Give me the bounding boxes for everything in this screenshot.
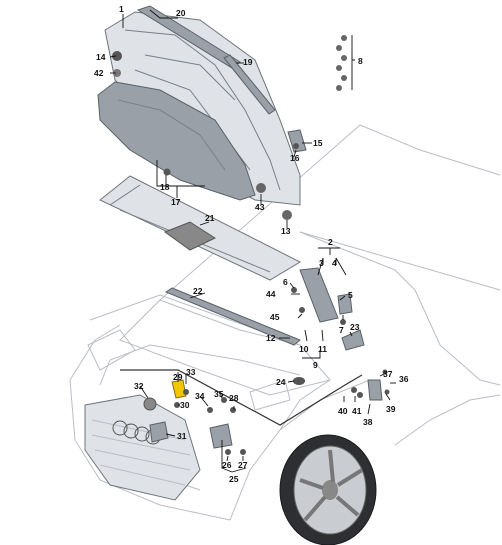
- release-handle-29: [171, 379, 187, 399]
- callout-15: 15: [313, 138, 323, 148]
- callout-3: 3: [319, 258, 324, 268]
- callout-18: 18: [160, 182, 170, 192]
- buffer-24: [293, 377, 305, 385]
- lock-assembly: [291, 267, 365, 351]
- nut-42: [113, 69, 121, 77]
- seal-22: [164, 287, 301, 346]
- callout-44: 44: [266, 289, 276, 299]
- screw-26: [225, 449, 231, 455]
- buffer-13: [282, 210, 292, 220]
- clip-33: [183, 389, 189, 395]
- callout-34: 34: [195, 391, 205, 401]
- callout-40: 40: [338, 406, 348, 416]
- callout-37: 37: [383, 369, 393, 379]
- cowl-panel-21: [99, 175, 302, 281]
- callout-24: 24: [276, 377, 286, 387]
- buffer-43: [256, 183, 266, 193]
- headlights: [87, 329, 291, 411]
- callout-35: 35: [214, 389, 224, 399]
- hood: [104, 11, 301, 206]
- callout-19: 19: [243, 57, 253, 67]
- callout-31: 31: [177, 431, 187, 441]
- callout-16: 16: [290, 153, 300, 163]
- hinge-15: [287, 129, 307, 153]
- callout-36: 36: [399, 374, 409, 384]
- callout-30: 30: [180, 400, 190, 410]
- callout-13: 13: [281, 226, 291, 236]
- front-grille: [84, 394, 201, 501]
- screw-27: [240, 449, 246, 455]
- bolt-16: [293, 143, 299, 149]
- callout-11: 11: [318, 344, 327, 354]
- callout-17: 17: [171, 197, 181, 207]
- seal-strip-20: [136, 5, 241, 69]
- callout-8: 8: [358, 56, 363, 66]
- callout-20: 20: [176, 8, 186, 18]
- callout-26: 26: [222, 460, 232, 470]
- callout-1: 1: [119, 4, 124, 14]
- callout-45: 45: [270, 312, 280, 322]
- callout-41: 41: [352, 406, 362, 416]
- clip-set-8: [336, 35, 347, 91]
- hood-insulation: [97, 81, 256, 201]
- callout-5: 5: [348, 290, 353, 300]
- callout-10: 10: [299, 344, 309, 354]
- callout-22: 22: [193, 286, 203, 296]
- callout-4: 4: [332, 258, 337, 268]
- callout-labels: 1 20 14 42 19 8 15 16 18 17 43 13 21 2 3…: [94, 4, 409, 484]
- clip-34: [207, 407, 213, 413]
- callout-42: 42: [94, 68, 104, 78]
- callout-28: 28: [229, 393, 239, 403]
- callout-23: 23: [350, 322, 360, 332]
- callout-9: 9: [313, 360, 318, 370]
- callout-14: 14: [96, 52, 106, 62]
- callout-39: 39: [386, 404, 396, 414]
- callout-7: 7: [339, 325, 344, 335]
- leader-lines: [109, 9, 396, 473]
- screw-35: [221, 397, 227, 403]
- lever-32: [143, 397, 157, 411]
- buffer-18: [163, 168, 171, 176]
- callout-2: 2: [328, 237, 333, 247]
- callout-32: 32: [134, 381, 144, 391]
- front-wheel: [279, 434, 377, 545]
- callout-43: 43: [255, 202, 265, 212]
- screw-30: [174, 402, 180, 408]
- seal-strip-19: [223, 54, 276, 115]
- callout-12: 12: [266, 333, 276, 343]
- callout-25: 25: [229, 474, 239, 484]
- release-cable: [120, 369, 363, 426]
- callout-6: 6: [283, 277, 288, 287]
- callout-33: 33: [186, 367, 196, 377]
- right-lock-parts: [351, 369, 390, 401]
- lock-25: [209, 423, 233, 449]
- callout-29: 29: [173, 372, 183, 382]
- engine-bay: [119, 299, 331, 396]
- callout-21: 21: [205, 213, 215, 223]
- callout-27: 27: [238, 460, 248, 470]
- bracket-31: [149, 421, 169, 443]
- bolt-14: [112, 51, 122, 61]
- bolt-28: [230, 407, 236, 413]
- callout-38: 38: [363, 417, 373, 427]
